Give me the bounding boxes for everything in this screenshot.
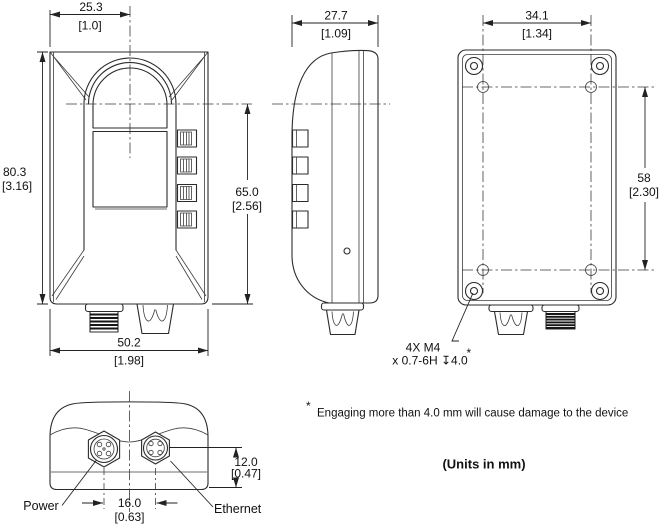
side-gland-connector — [320, 302, 365, 336]
back-view: 34.1 [1.34] 58 [2.30] 4X M4 x 0.7-6H ↧4.… — [392, 9, 659, 368]
ethernet-label: Ethernet — [214, 502, 262, 516]
power-leader-line — [61, 459, 97, 506]
front-scoop-contours — [50, 52, 208, 300]
dim-back-vertical-in: [2.30] — [629, 185, 659, 199]
dim-front-base-in: [1.98] — [114, 354, 144, 368]
front-button-3 — [176, 183, 198, 203]
front-threaded-connector — [84, 303, 124, 333]
dim-back-hole-spacing: 34.1 [1.34] — [483, 9, 591, 41]
dim-connector-offset: 12.0 [0.47] — [169, 447, 261, 488]
dim-front-screen: 65.0 [2.56] — [212, 104, 262, 305]
bottom-contour-wave — [49, 427, 209, 443]
front-inner-walls — [53, 52, 205, 302]
dim-front-base-mm: 50.2 — [117, 336, 141, 350]
footnote-text: Engaging more than 4.0 mm will cause dam… — [317, 408, 628, 420]
side-body-outline — [291, 49, 379, 304]
front-body-outline — [49, 51, 209, 305]
dim-side-depth-in: [1.09] — [321, 27, 351, 41]
dim-front-screen-mm: 65.0 — [235, 185, 259, 199]
front-button-2 — [176, 156, 198, 175]
dim-front-base-width: 50.2 [1.98] — [49, 309, 209, 368]
dim-front-top-in: [1.0] — [78, 19, 101, 33]
callout-line2: x 0.7-6H ↧4.0 — [392, 354, 468, 368]
front-button-1 — [176, 129, 198, 148]
ethernet-leader-line — [170, 460, 214, 508]
front-button-4 — [176, 210, 198, 229]
power-label: Power — [23, 499, 58, 513]
dim-back-spacing-in: [1.34] — [522, 27, 552, 41]
back-gland-connector — [488, 304, 534, 336]
back-mounting-holes — [477, 81, 597, 276]
bottom-body-outline — [49, 401, 209, 491]
side-buttons — [291, 129, 309, 229]
side-panel-lines — [331, 50, 364, 303]
dim-offset-in: [0.47] — [231, 467, 261, 481]
callout-leader-line — [451, 292, 474, 342]
notes: * Engaging more than 4.0 mm will cause d… — [306, 399, 628, 472]
back-inner-edge — [462, 54, 612, 301]
dim-pitch-in: [0.63] — [114, 510, 144, 524]
back-corner-bosses — [464, 56, 610, 301]
front-gland-connector — [136, 303, 175, 335]
dim-side-depth-mm: 27.7 — [324, 9, 348, 23]
back-thread-callout: 4X M4 x 0.7-6H ↧4.0 * — [392, 292, 474, 368]
units-note: (Units in mm) — [442, 457, 525, 472]
dim-front-screen-in: [2.56] — [232, 199, 262, 213]
back-threaded-connector — [541, 304, 580, 330]
front-dome — [83, 57, 177, 251]
footnote-asterisk: * — [306, 399, 311, 413]
dim-front-height-mm: 80.3 — [3, 165, 27, 179]
bottom-view: 16.0 [0.63] 12.0 [0.47] Power Ethernet — [23, 391, 262, 524]
front-buttons — [176, 129, 198, 229]
side-view: 27.7 [1.09] — [272, 9, 390, 336]
power-connector — [87, 430, 121, 468]
dim-side-depth: 27.7 [1.09] — [291, 9, 379, 47]
back-body-outline — [457, 49, 617, 306]
dim-front-top-width: 25.3 [1.0] — [49, 0, 130, 47]
side-pinhole — [343, 247, 351, 255]
callout-asterisk: * — [467, 346, 472, 360]
dim-back-vertical-mm: 58 — [637, 171, 651, 185]
dim-pitch-mm: 16.0 — [118, 496, 142, 510]
callout-line1: 4X M4 — [406, 341, 441, 355]
front-view: 25.3 [1.0] 80.3 [3.16] 65.0 [2.56] 50.2 … — [2, 0, 262, 368]
ethernet-connector — [141, 431, 170, 465]
dim-back-hole-vertical: 58 [2.30] — [629, 87, 659, 270]
dim-back-spacing-mm: 34.1 — [525, 9, 549, 23]
dim-front-top-mm: 25.3 — [79, 0, 103, 14]
dim-connector-pitch: 16.0 [0.63] — [82, 468, 178, 524]
dim-front-height: 80.3 [3.16] — [2, 51, 48, 305]
dim-offset-mm: 12.0 — [234, 455, 258, 469]
dim-front-height-in: [3.16] — [2, 179, 32, 193]
